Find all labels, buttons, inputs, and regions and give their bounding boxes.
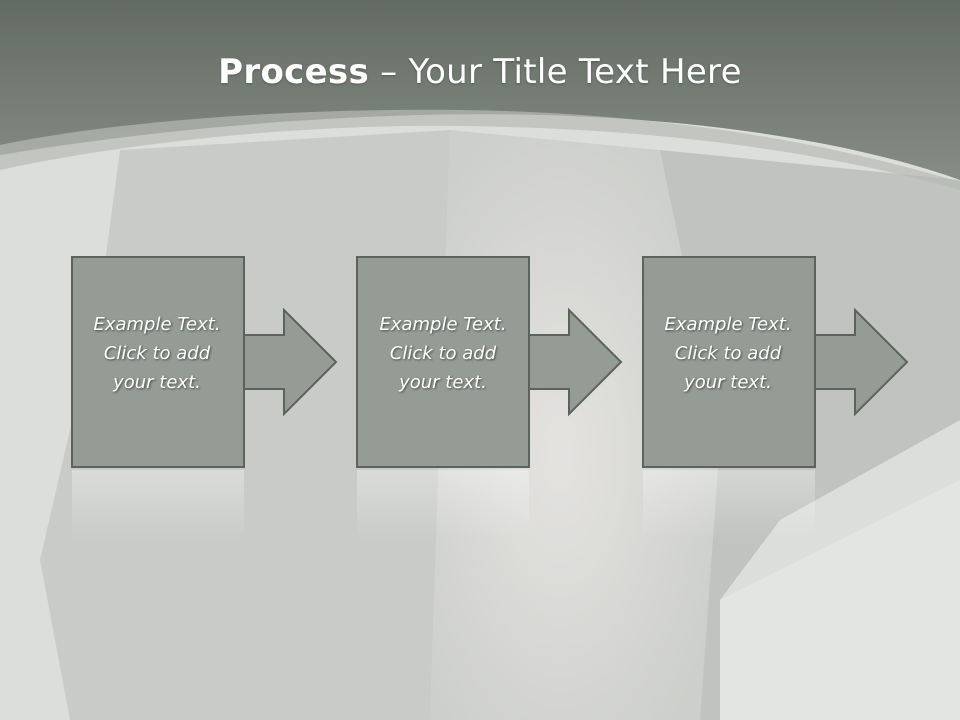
arrow-right-icon xyxy=(814,307,909,417)
arrow-right-icon xyxy=(528,307,623,417)
step-reflection xyxy=(72,470,244,540)
step-3-text[interactable]: Example Text. Click to add your text. xyxy=(643,310,813,397)
step-reflection xyxy=(357,470,529,540)
step-2-line-2: Click to add xyxy=(389,343,497,364)
step-3-line-3: your text. xyxy=(684,372,772,393)
process-step-3[interactable] xyxy=(642,256,909,540)
step-1-line-3: your text. xyxy=(113,372,201,393)
step-1-line-2: Click to add xyxy=(103,343,211,364)
process-step-2[interactable] xyxy=(356,256,623,540)
step-2-line-3: your text. xyxy=(399,372,487,393)
step-2-line-1: Example Text. xyxy=(379,314,507,335)
step-1-text[interactable]: Example Text. Click to add your text. xyxy=(72,310,242,397)
slide-title[interactable]: Process – Your Title Text Here xyxy=(0,52,960,92)
step-3-line-2: Click to add xyxy=(674,343,782,364)
arrow-right-icon xyxy=(243,307,338,417)
step-3-line-1: Example Text. xyxy=(664,314,792,335)
title-text: – Your Title Text Here xyxy=(369,52,742,92)
step-reflection xyxy=(643,470,815,540)
title-emphasis: Process xyxy=(218,52,370,92)
step-2-text[interactable]: Example Text. Click to add your text. xyxy=(358,310,528,397)
process-step-1[interactable] xyxy=(71,256,338,540)
step-1-line-1: Example Text. xyxy=(93,314,221,335)
